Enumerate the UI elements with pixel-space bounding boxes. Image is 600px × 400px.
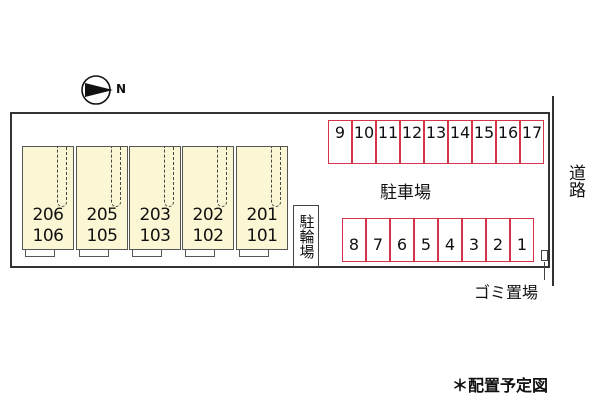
- room-lower: 105: [86, 226, 118, 246]
- entrance-step: [25, 249, 55, 257]
- room-lower: 102: [192, 226, 224, 246]
- unit-block: 206 106: [22, 146, 74, 257]
- entrance-step: [79, 249, 109, 257]
- parking-stall: 1: [510, 218, 534, 262]
- room-numbers: 203 103: [130, 205, 180, 247]
- trash-leader-line: [544, 262, 545, 280]
- room-upper: 201: [246, 205, 278, 225]
- parking-stall: 15: [472, 120, 496, 164]
- parking-label: 駐車場: [380, 183, 431, 203]
- unit-block: 202 102: [182, 146, 234, 257]
- room-numbers: 201 101: [237, 205, 287, 247]
- parking-stall: 14: [448, 120, 472, 164]
- parking-stall: 13: [424, 120, 448, 164]
- parking-stall: 2: [486, 218, 510, 262]
- room-lower: 106: [32, 226, 64, 246]
- trash-area-label: ゴミ置場: [474, 283, 539, 302]
- parking-stall: 4: [438, 218, 462, 262]
- trash-area-marker: [541, 250, 548, 261]
- stair-outline: [111, 147, 121, 207]
- parking-stall: 6: [390, 218, 414, 262]
- parking-stall: 9: [328, 120, 352, 164]
- entrance-step: [185, 249, 215, 257]
- room-numbers: 205 105: [77, 205, 127, 247]
- unit-block: 203 103: [129, 146, 181, 257]
- parking-stall: 3: [462, 218, 486, 262]
- room-lower: 103: [139, 226, 171, 246]
- room-upper: 202: [192, 205, 224, 225]
- stair-outline: [57, 147, 67, 207]
- parking-stall: 12: [400, 120, 424, 164]
- parking-stall: 11: [376, 120, 400, 164]
- room-lower: 101: [246, 226, 278, 246]
- parking-stall: 5: [414, 218, 438, 262]
- stair-outline: [164, 147, 174, 207]
- unit-block: 205 105: [76, 146, 128, 257]
- entrance-step: [132, 249, 162, 257]
- road-edge-line: [552, 96, 554, 286]
- stair-outline: [271, 147, 281, 207]
- layout-note: ＊配置予定図: [452, 376, 549, 395]
- room-upper: 206: [32, 205, 64, 225]
- parking-stall: 7: [366, 218, 390, 262]
- room-numbers: 202 102: [183, 205, 233, 247]
- unit-block: 201 101: [236, 146, 288, 257]
- parking-stall: 10: [352, 120, 376, 164]
- compass-icon: [80, 74, 116, 114]
- room-upper: 205: [86, 205, 118, 225]
- north-label: N: [116, 82, 127, 96]
- bike-parking: 駐輪場: [293, 205, 319, 267]
- room-numbers: 206 106: [23, 205, 73, 247]
- parking-stall: 17: [520, 120, 544, 164]
- room-upper: 203: [139, 205, 171, 225]
- stair-outline: [217, 147, 227, 207]
- parking-stall: 16: [496, 120, 520, 164]
- parking-stall: 8: [342, 218, 366, 262]
- road-label: 道路: [565, 164, 585, 198]
- entrance-step: [239, 249, 269, 257]
